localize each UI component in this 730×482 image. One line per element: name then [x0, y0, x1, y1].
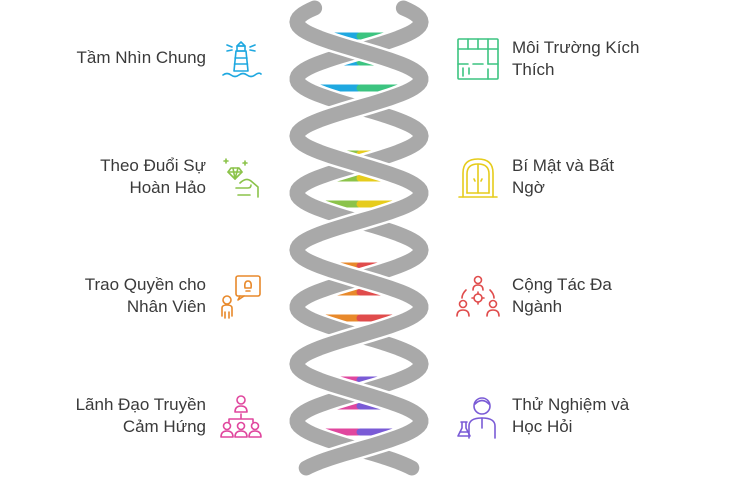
team-leader-icon [220, 395, 262, 438]
label-stimulating-environment: Môi Trường Kích Thích [512, 38, 640, 79]
scientist-icon [457, 397, 496, 439]
hand-gem-icon [223, 158, 259, 198]
team-collaboration-icon [456, 275, 500, 317]
strand-b [289, 0, 429, 476]
mystery-door-icon [458, 158, 498, 198]
label-cross-collaboration: Cộng Tác Đa Ngành [512, 275, 612, 316]
person-idea-icon [221, 275, 261, 319]
label-mystery-surprise: Bí Mật và Bất Ngờ [512, 156, 615, 197]
floorplan-icon [457, 38, 499, 80]
label-pursuit-of-perfection: Theo Đuổi Sự Hoàn Hảo [100, 156, 206, 197]
helix-strands [286, 0, 432, 478]
label-experiment-learn: Thử Nghiệm và Học Hỏi [512, 395, 630, 436]
label-shared-vision: Tầm Nhìn Chung [76, 48, 206, 67]
label-empower-employees: Trao Quyền cho Nhân Viên [84, 275, 206, 316]
lighthouse-icon [222, 41, 262, 78]
label-inspiring-leadership: Lãnh Đạo Truyền Cảm Hứng [75, 395, 206, 436]
